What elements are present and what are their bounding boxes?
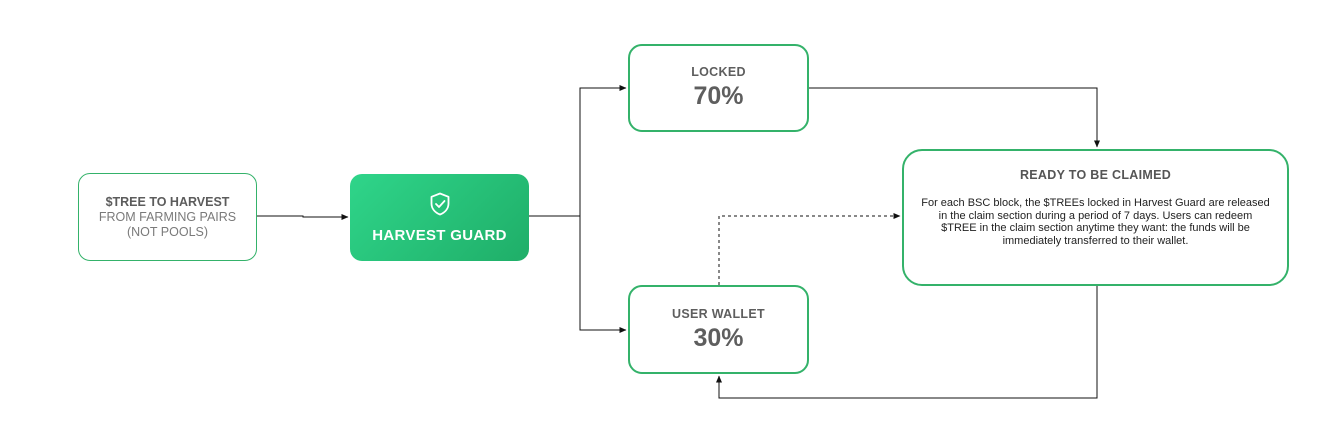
arrow-locked-to-ready <box>809 87 1100 148</box>
arrow-guard-to-wallet <box>579 216 627 333</box>
arrow-wallet-to-ready-dashed <box>718 213 901 285</box>
source-note: (NOT POOLS) <box>126 224 209 239</box>
arrow-source-to-guard <box>257 214 349 220</box>
shield-check-icon <box>429 192 451 221</box>
source-title: $TREE TO HARVEST <box>105 194 230 209</box>
user-wallet-percent: 30% <box>693 323 744 352</box>
arrow-ready-to-wallet <box>716 286 1098 399</box>
harvest-guard-label: HARVEST GUARD <box>372 226 507 244</box>
locked-percent: 70% <box>693 82 744 110</box>
arrow-guard-to-locked <box>529 85 627 217</box>
ready-to-claim-node: READY TO BE CLAIMED For each BSC block, … <box>902 149 1289 286</box>
locked-node: LOCKED 70% <box>628 44 809 132</box>
user-wallet-label: USER WALLET <box>672 306 765 321</box>
user-wallet-node: USER WALLET 30% <box>628 285 809 374</box>
harvest-guard-node: HARVEST GUARD <box>350 174 529 261</box>
locked-label: LOCKED <box>691 65 746 79</box>
source-node: $TREE TO HARVEST FROM FARMING PAIRS (NOT… <box>78 173 257 261</box>
ready-title: READY TO BE CLAIMED <box>1019 168 1172 182</box>
source-subtitle: FROM FARMING PAIRS <box>98 209 237 224</box>
ready-description: For each BSC block, the $TREEs locked in… <box>921 197 1270 247</box>
